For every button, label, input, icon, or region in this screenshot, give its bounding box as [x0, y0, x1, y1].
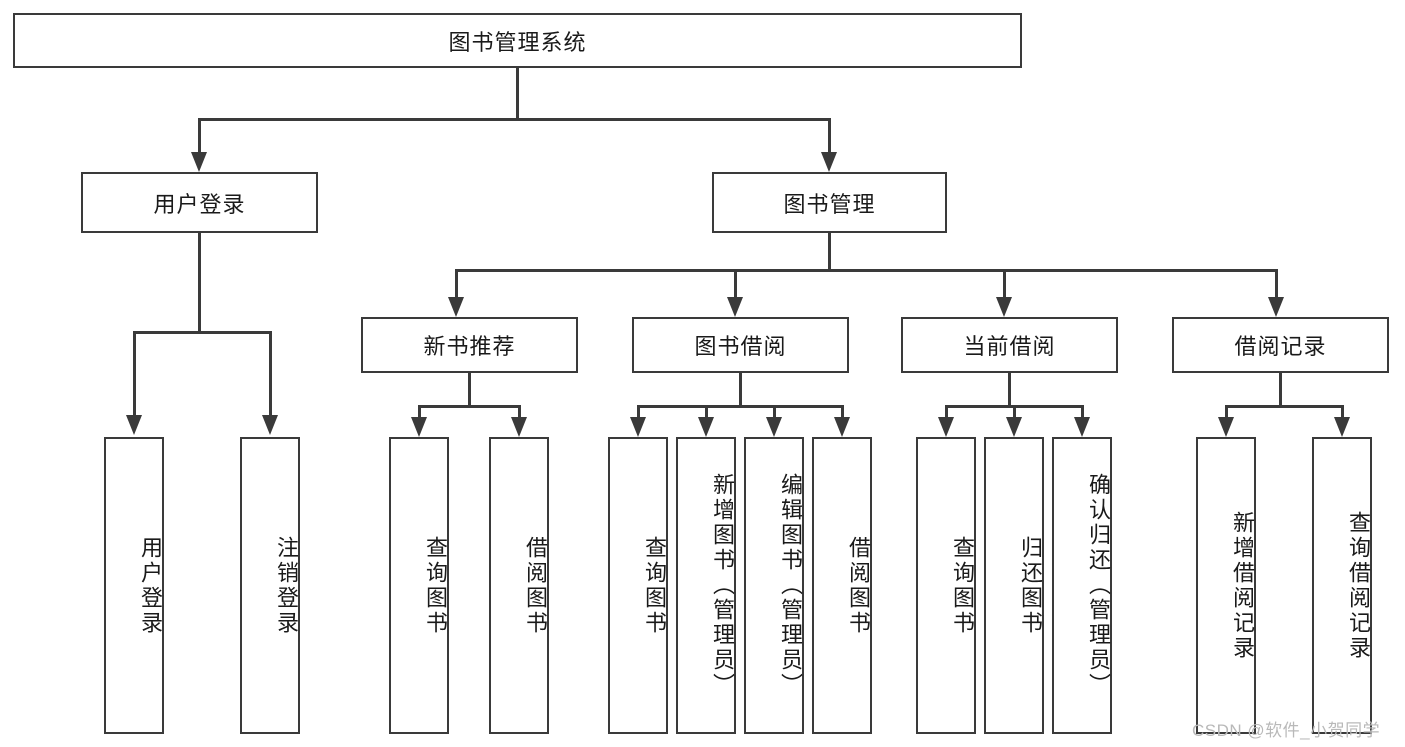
- leaf-label: 注销登录: [274, 535, 299, 636]
- node-borrow-record[interactable]: 借阅记录: [1172, 317, 1389, 373]
- leaf-label: 查询图书: [950, 535, 975, 636]
- node-current-borrow[interactable]: 当前借阅: [901, 317, 1118, 373]
- connector-new-book-bar: [419, 405, 520, 408]
- arrow-user-login-child-2: [262, 415, 278, 435]
- connector-borrow-record-child-1: [1225, 405, 1228, 419]
- leaf-label: 确认归还（管理员）: [1086, 473, 1111, 698]
- leaf-book-borrow-2[interactable]: 新增图书（管理员）: [676, 437, 736, 734]
- connector-to-borrow-record: [1275, 269, 1278, 299]
- leaf-book-borrow-4[interactable]: 借阅图书: [812, 437, 872, 734]
- arrow-new-book-child-2: [511, 417, 527, 437]
- leaf-label: 新增借阅记录: [1230, 510, 1255, 661]
- arrow-to-borrow-record: [1268, 297, 1284, 317]
- connector-borrow-record-stem: [1279, 373, 1282, 405]
- leaf-label: 归还图书: [1018, 535, 1043, 636]
- leaf-current-borrow-2[interactable]: 归还图书: [984, 437, 1044, 734]
- connector-current-borrow-child-1: [945, 405, 948, 419]
- leaf-book-borrow-3[interactable]: 编辑图书（管理员）: [744, 437, 804, 734]
- leaf-label: 借阅图书: [523, 535, 548, 636]
- node-book-management-system[interactable]: 图书管理系统: [13, 13, 1022, 68]
- node-label: 新书推荐: [423, 334, 516, 359]
- arrow-to-book-management: [821, 152, 837, 172]
- arrow-book-borrow-child-2: [698, 417, 714, 437]
- connector-new-book-child-2: [518, 405, 521, 419]
- arrow-current-borrow-child-2: [1006, 417, 1022, 437]
- leaf-borrow-record-1[interactable]: 新增借阅记录: [1196, 437, 1256, 734]
- arrow-new-book-child-1: [411, 417, 427, 437]
- leaf-label: 查询图书: [642, 535, 667, 636]
- arrow-book-borrow-child-4: [834, 417, 850, 437]
- node-label: 图书管理系统: [448, 29, 587, 55]
- arrow-to-user-login: [191, 152, 207, 172]
- connector-current-borrow-child-2: [1013, 405, 1016, 419]
- connector-borrow-record-child-2: [1341, 405, 1344, 419]
- node-label: 用户登录: [153, 191, 246, 217]
- connector-book-borrow-bar: [638, 405, 844, 408]
- arrow-to-current-borrow: [996, 297, 1012, 317]
- connector-current-borrow-child-3: [1081, 405, 1084, 419]
- connector-book-borrow-child-4: [841, 405, 844, 419]
- connector-to-book-management: [828, 118, 831, 154]
- arrow-user-login-child-1: [126, 415, 142, 435]
- leaf-label: 借阅图书: [846, 535, 871, 636]
- leaf-label: 编辑图书（管理员）: [778, 473, 803, 698]
- connector-book-borrow-child-1: [637, 405, 640, 419]
- leaf-new-book-1[interactable]: 查询图书: [389, 437, 449, 734]
- connector-book-borrow-child-3: [773, 405, 776, 419]
- connector-to-new-book: [455, 269, 458, 299]
- connector-to-current-borrow: [1003, 269, 1006, 299]
- connector-book-borrow-stem: [739, 373, 742, 405]
- arrow-to-book-borrow: [727, 297, 743, 317]
- leaf-label: 查询借阅记录: [1346, 510, 1371, 661]
- connector-user-login-bar: [134, 331, 271, 334]
- arrow-borrow-record-child-2: [1334, 417, 1350, 437]
- leaf-new-book-2[interactable]: 借阅图书: [489, 437, 549, 734]
- leaf-user-login-1[interactable]: 用户登录: [104, 437, 164, 734]
- connector-to-user-login: [198, 118, 201, 154]
- connector-current-borrow-stem: [1008, 373, 1011, 405]
- leaf-label: 新增图书（管理员）: [710, 473, 735, 698]
- node-new-book-recommend[interactable]: 新书推荐: [361, 317, 578, 373]
- connector-level1-bar: [199, 118, 831, 121]
- arrow-book-borrow-child-1: [630, 417, 646, 437]
- leaf-book-borrow-1[interactable]: 查询图书: [608, 437, 668, 734]
- leaf-label: 用户登录: [138, 535, 163, 636]
- leaf-current-borrow-1[interactable]: 查询图书: [916, 437, 976, 734]
- leaf-user-login-2[interactable]: 注销登录: [240, 437, 300, 734]
- leaf-borrow-record-2[interactable]: 查询借阅记录: [1312, 437, 1372, 734]
- watermark-text: CSDN @软件_小贺同学: [1192, 721, 1381, 740]
- connector-book-borrow-child-2: [705, 405, 708, 419]
- connector-to-book-borrow: [734, 269, 737, 299]
- connector-user-login-stem: [198, 233, 201, 331]
- node-label: 借阅记录: [1234, 334, 1327, 359]
- arrow-borrow-record-child-1: [1218, 417, 1234, 437]
- arrow-to-new-book: [448, 297, 464, 317]
- connector-new-book-child-1: [418, 405, 421, 419]
- leaf-label: 查询图书: [423, 535, 448, 636]
- node-label: 图书借阅: [694, 334, 787, 359]
- connector-borrow-record-bar: [1226, 405, 1343, 408]
- arrow-current-borrow-child-3: [1074, 417, 1090, 437]
- connector-level3-bar: [456, 269, 1278, 272]
- connector-root-stem: [516, 68, 519, 118]
- connector-new-book-stem: [468, 373, 471, 405]
- node-user-login[interactable]: 用户登录: [81, 172, 318, 233]
- node-book-borrow[interactable]: 图书借阅: [632, 317, 849, 373]
- connector-user-login-child-2: [269, 331, 272, 417]
- node-label: 当前借阅: [963, 334, 1056, 359]
- arrow-book-borrow-child-3: [766, 417, 782, 437]
- node-book-management[interactable]: 图书管理: [712, 172, 947, 233]
- leaf-current-borrow-3[interactable]: 确认归还（管理员）: [1052, 437, 1112, 734]
- connector-book-management-stem: [828, 233, 831, 269]
- node-label: 图书管理: [783, 191, 876, 217]
- connector-user-login-child-1: [133, 331, 136, 417]
- arrow-current-borrow-child-1: [938, 417, 954, 437]
